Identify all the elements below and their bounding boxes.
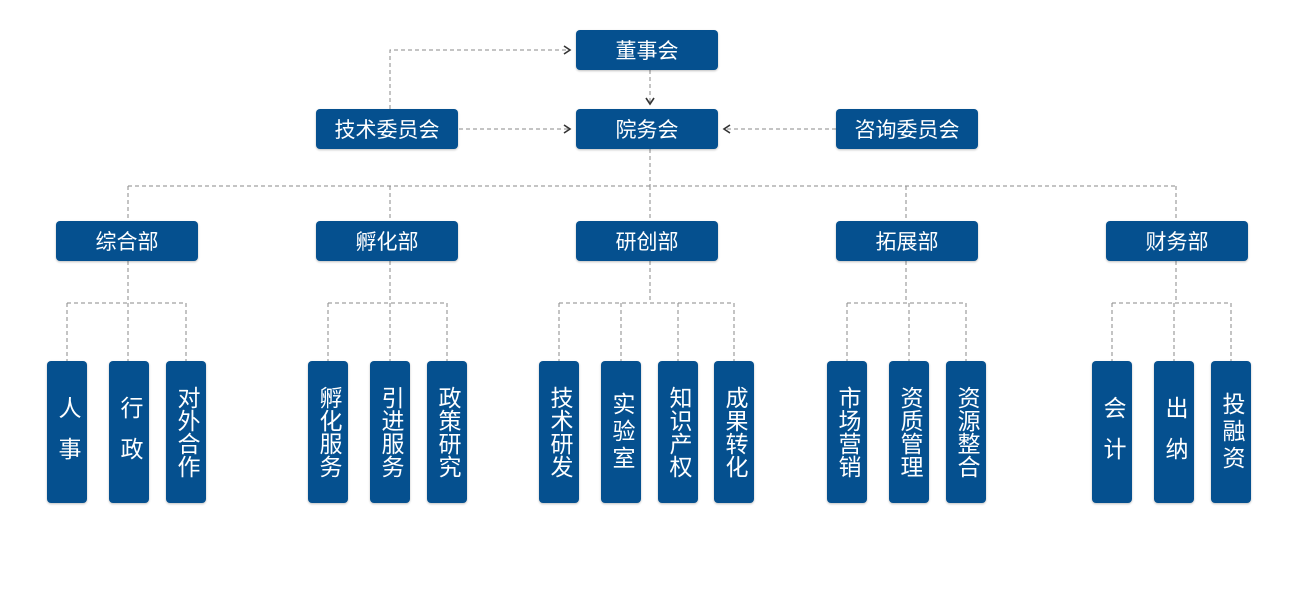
connector-tuozhan-units <box>846 261 967 361</box>
dept-tuozhan: 拓展部 <box>836 221 978 261</box>
unit-jishu-yanfa: 技术研发 <box>539 361 579 503</box>
dept-yanchuang: 研创部 <box>576 221 718 261</box>
unit-chuna: 出纳 <box>1154 361 1194 503</box>
unit-duiwai-hezuo: 对外合作 <box>166 361 206 503</box>
connector-zonghe-units <box>66 261 187 361</box>
unit-zizhi-guanli: 资质管理 <box>889 361 929 503</box>
dept-fuhua: 孵化部 <box>316 221 458 261</box>
connector-yanchuang-units <box>558 261 735 361</box>
dept-zonghe: 综合部 <box>56 221 198 261</box>
unit-ziyuan-zhenghe: 资源整合 <box>946 361 986 503</box>
connector-fuhua-units <box>327 261 448 361</box>
connector-tech-committee-to-board <box>389 45 572 109</box>
connector-caiwu-units <box>1111 261 1232 361</box>
unit-chengguo-zhuanhua: 成果转化 <box>714 361 754 503</box>
advisory-committee-node: 咨询委员会 <box>836 109 978 149</box>
tech-committee-node: 技术委员会 <box>316 109 458 149</box>
unit-shichang-yingxiao: 市场营销 <box>827 361 867 503</box>
unit-shiyanshi: 实验室 <box>601 361 641 503</box>
dept-caiwu: 财务部 <box>1106 221 1248 261</box>
unit-renshi: 人事 <box>47 361 87 503</box>
unit-xingzheng: 行政 <box>109 361 149 503</box>
unit-fuhua-fuwu: 孵化服务 <box>308 361 348 503</box>
unit-kuaiji: 会计 <box>1092 361 1132 503</box>
unit-yinjin-fuwu: 引进服务 <box>370 361 410 503</box>
academy-node: 院务会 <box>576 109 718 149</box>
unit-zhengce-yanjiu: 政策研究 <box>427 361 467 503</box>
board-node: 董事会 <box>576 30 718 70</box>
unit-tourongzi: 投融资 <box>1211 361 1251 503</box>
unit-zhishi-chanquan: 知识产权 <box>658 361 698 503</box>
